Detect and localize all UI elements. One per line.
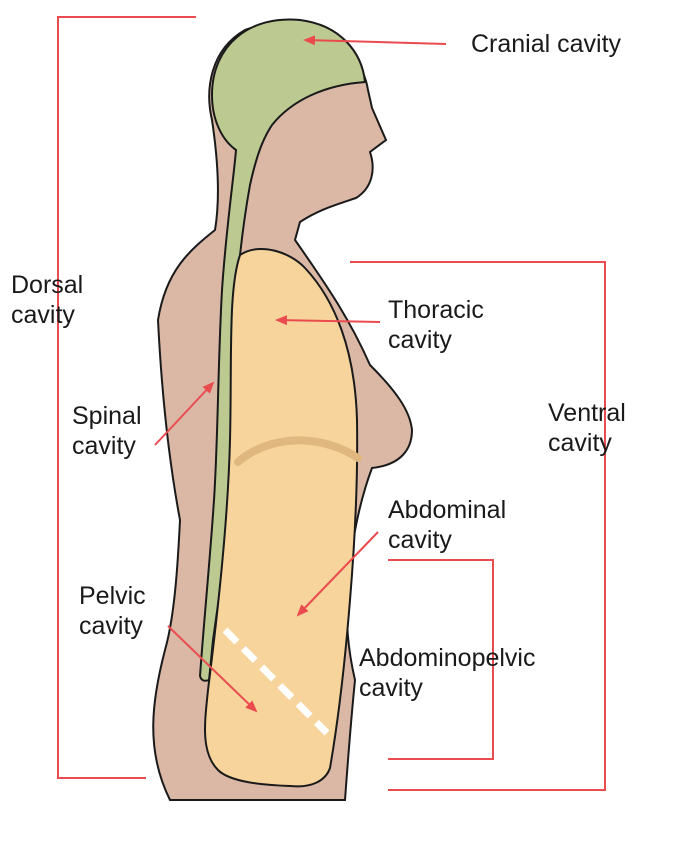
abdominopelvic-bracket: [388, 559, 494, 760]
spinal-cavity-label: Spinal cavity: [72, 402, 148, 460]
cranial-cavity-label: Cranial cavity: [471, 30, 622, 58]
dorsal-cavity-label: Dorsal cavity: [11, 271, 90, 329]
pelvic-cavity-label: Pelvic cavity: [79, 582, 153, 640]
spinal-arrow: [154, 381, 215, 446]
abdominal-arrow: [296, 531, 379, 617]
diaphragm-band: [234, 436, 362, 466]
ventral-bracket: [350, 261, 606, 791]
pelvic-arrow: [167, 625, 258, 713]
ventral-cavity-label: Ventral cavity: [548, 399, 633, 457]
abdominal-cavity-label: Abdominal cavity: [388, 496, 513, 554]
thoracic-arrow: [275, 315, 381, 326]
pelvic-boundary-line: [222, 627, 330, 736]
thoracic-cavity-label: Thoracic cavity: [388, 296, 491, 354]
abdominopelvic-cavity-label: Abdominopelvic cavity: [359, 644, 542, 702]
dorsal-bracket: [57, 16, 196, 779]
cranial-arrow: [303, 35, 447, 46]
